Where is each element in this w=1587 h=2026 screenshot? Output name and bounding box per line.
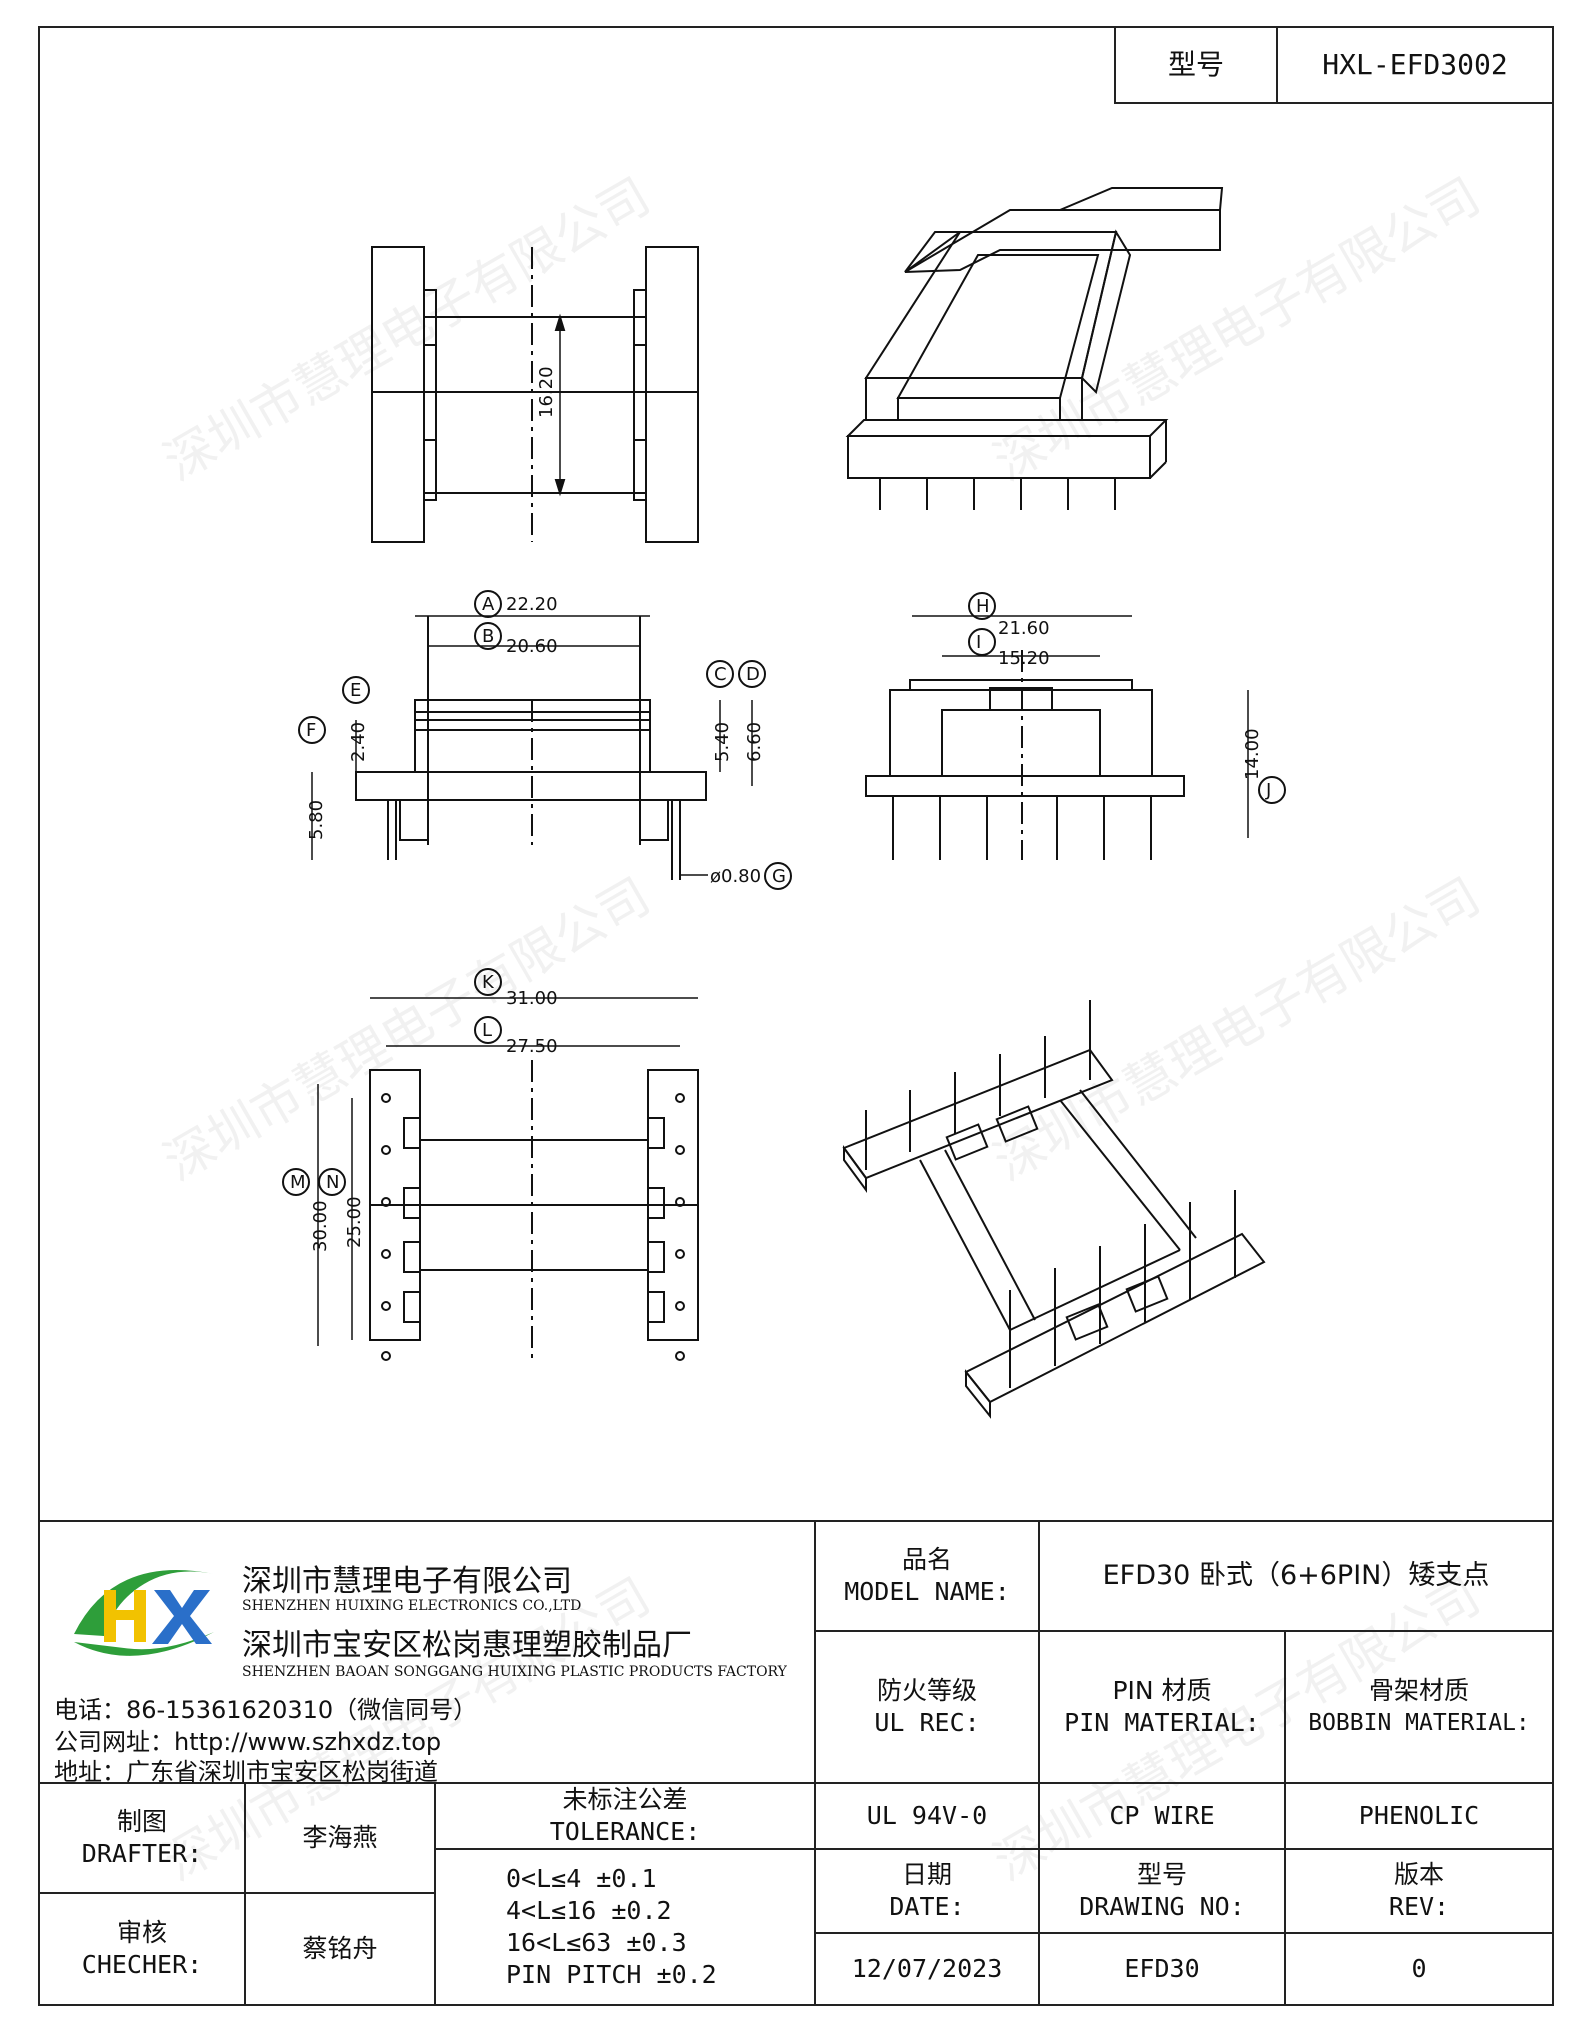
ul-rec-label: 防火等级 UL REC: — [814, 1630, 1040, 1784]
dim-value-f: 5.80 — [306, 800, 327, 840]
dim-front-height: 16.20 — [536, 366, 557, 418]
tolerance-line: 4<L≤16 ±0.2 — [506, 1896, 672, 1925]
date-label: 日期 DATE: — [814, 1848, 1040, 1934]
model-name-cn: 品名 — [901, 1545, 952, 1574]
isometric-bottom-view — [844, 1000, 1264, 1416]
dim-value-a: 22.20 — [506, 594, 558, 615]
technical-drawing: 16.20 A 22.20 — [0, 0, 1587, 1520]
dim-value-d: 6.60 — [744, 722, 765, 762]
drawing-no-label: 型号 DRAWING NO: — [1038, 1848, 1286, 1934]
pin-material-label: PIN 材质 PIN MATERIAL: — [1038, 1630, 1286, 1784]
dim-value-n: 25.00 — [344, 1196, 365, 1248]
tolerance-cn: 未标注公差 — [562, 1785, 688, 1814]
bobbin-material-cn: 骨架材质 — [1368, 1676, 1469, 1705]
ul-rec-en: UL REC: — [874, 1708, 980, 1737]
company-logo — [74, 1570, 214, 1656]
date-en: DATE: — [889, 1892, 965, 1921]
dim-label-h: H — [976, 596, 990, 617]
rev-cn: 版本 — [1393, 1860, 1444, 1889]
end-view: H 21.60 I 15.20 14.00 J — [866, 593, 1285, 860]
dim-label-a: A — [482, 594, 495, 615]
bobbin-material-label: 骨架材质 BOBBIN MATERIAL: — [1284, 1630, 1554, 1784]
tolerance-line: 0<L≤4 ±0.1 — [506, 1864, 657, 1893]
header-model-value: HXL-EFD3002 — [1276, 26, 1554, 104]
dim-value-j: 14.00 — [1242, 728, 1263, 780]
pin-material-value: CP WIRE — [1038, 1782, 1286, 1850]
dim-value-m: 30.00 — [310, 1200, 331, 1252]
side-view: A 22.20 B 20.60 C D 5.40 6.60 E F 2.40 5… — [299, 591, 791, 889]
date-cn: 日期 — [901, 1860, 952, 1889]
company-name-cn: 深圳市慧理电子有限公司 — [242, 1564, 572, 1599]
front-view: 16.20 — [372, 247, 698, 542]
company-phone: 电话：86-15361620310（微信同号） — [54, 1696, 478, 1724]
tolerance-values: 0<L≤4 ±0.1 4<L≤16 ±0.2 16<L≤63 ±0.3 PIN … — [434, 1848, 816, 2006]
checker-cn: 审核 — [116, 1918, 167, 1947]
dim-label-j: J — [1265, 780, 1271, 801]
company-name-en: SHENZHEN HUIXING ELECTRONICS CO.,LTD — [242, 1598, 582, 1614]
dim-value-b: 20.60 — [506, 636, 558, 657]
drawing-no-value: EFD30 — [1038, 1932, 1286, 2006]
ul-rec-value: UL 94V-0 — [814, 1782, 1040, 1850]
dim-value-g: ø0.80 — [710, 866, 761, 887]
ul-rec-cn: 防火等级 — [876, 1676, 977, 1705]
factory-name-en: SHENZHEN BAOAN SONGGANG HUIXING PLASTIC … — [242, 1664, 787, 1680]
model-name-en: MODEL NAME: — [844, 1577, 1010, 1606]
rev-en: REV: — [1388, 1892, 1450, 1921]
tolerance-line: PIN PITCH ±0.2 — [506, 1960, 717, 1989]
dim-label-d: D — [746, 664, 760, 685]
date-value: 12/07/2023 — [814, 1932, 1040, 2006]
dim-label-k: K — [482, 972, 495, 993]
company-address: 地址：广东省深圳市宝安区松岗街道 — [54, 1758, 438, 1786]
checker-label: 审核 CHECHER: — [38, 1892, 246, 2006]
bottom-view: K 31.00 L 27.50 M 30.00 N 25.00 — [283, 969, 698, 1360]
drafter-name: 李海燕 — [244, 1782, 436, 1894]
dim-label-b: B — [482, 626, 494, 647]
dim-label-c: C — [714, 664, 727, 685]
dim-value-i: 15.20 — [998, 648, 1050, 669]
checker-name: 蔡铭舟 — [244, 1892, 436, 2006]
rev-value: 0 — [1284, 1932, 1554, 2006]
rev-label: 版本 REV: — [1284, 1848, 1554, 1934]
drawing-no-en: DRAWING NO: — [1079, 1892, 1245, 1921]
dim-value-c: 5.40 — [712, 722, 733, 762]
pin-material-cn: PIN 材质 — [1112, 1676, 1212, 1705]
dim-value-e: 2.40 — [348, 722, 369, 762]
company-block: 深圳市慧理电子有限公司 SHENZHEN HUIXING ELECTRONICS… — [38, 1520, 816, 1786]
dim-value-l: 27.50 — [506, 1036, 558, 1057]
dim-value-k: 31.00 — [506, 988, 558, 1009]
drafter-en: DRAFTER: — [81, 1839, 203, 1868]
model-name-value: EFD30 卧式（6+6PIN）矮支点 — [1038, 1520, 1554, 1632]
dim-label-l: L — [482, 1020, 492, 1041]
tolerance-line: 16<L≤63 ±0.3 — [506, 1928, 687, 1957]
dim-label-n: N — [326, 1172, 339, 1193]
dim-label-m: M — [290, 1172, 306, 1193]
checker-en: CHECHER: — [81, 1950, 203, 1979]
tolerance-label: 未标注公差 TOLERANCE: — [434, 1782, 816, 1850]
tolerance-en: TOLERANCE: — [549, 1817, 701, 1846]
bobbin-material-en: BOBBIN MATERIAL: — [1308, 1710, 1530, 1736]
model-name-label: 品名 MODEL NAME: — [814, 1520, 1040, 1632]
company-website: 公司网址：http://www.szhxdz.top — [54, 1728, 442, 1756]
drafter-label: 制图 DRAFTER: — [38, 1782, 246, 1894]
factory-name-cn: 深圳市宝安区松岗惠理塑胶制品厂 — [242, 1628, 692, 1663]
dim-value-h: 21.60 — [998, 618, 1050, 639]
drafter-cn: 制图 — [116, 1807, 167, 1836]
dim-label-i: I — [976, 632, 981, 653]
isometric-top-view — [848, 188, 1222, 510]
dim-label-g: G — [772, 866, 786, 887]
bobbin-material-value: PHENOLIC — [1284, 1782, 1554, 1850]
dim-label-e: E — [350, 680, 361, 701]
pin-material-en: PIN MATERIAL: — [1064, 1708, 1260, 1737]
dim-label-f: F — [306, 720, 316, 741]
drawing-no-cn: 型号 — [1136, 1860, 1187, 1889]
